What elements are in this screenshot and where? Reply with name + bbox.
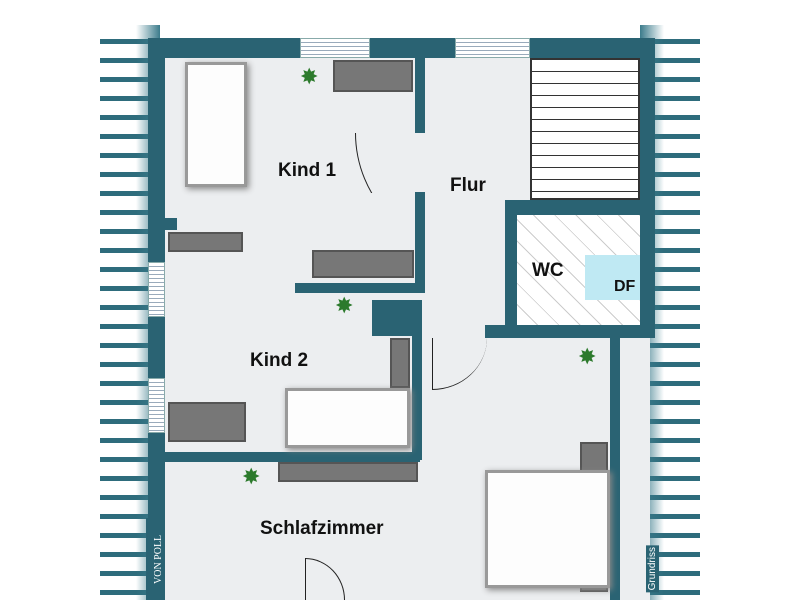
wall xyxy=(372,300,422,336)
shelf xyxy=(278,462,418,482)
room-label-df: DF xyxy=(614,278,636,295)
shelf xyxy=(312,250,414,278)
logo-text: VON POLL xyxy=(153,534,164,584)
wall-top xyxy=(148,38,655,58)
wall xyxy=(165,452,420,462)
wall xyxy=(412,330,422,460)
plant-icon: ✸ xyxy=(335,293,354,318)
bed xyxy=(285,388,410,448)
window xyxy=(455,38,530,58)
shelf xyxy=(168,232,243,252)
window xyxy=(148,262,165,317)
side-text: Grundriss xyxy=(646,545,659,593)
desk xyxy=(333,60,413,92)
wall xyxy=(610,338,620,600)
wall xyxy=(505,200,650,215)
double-bed xyxy=(485,470,610,588)
logo: VON POLL xyxy=(146,518,164,600)
room-label-schlafzimmer: Schlafzimmer xyxy=(260,518,384,539)
window xyxy=(148,378,165,433)
window xyxy=(300,38,370,58)
wall xyxy=(295,283,425,293)
plant-icon: ✸ xyxy=(578,344,597,369)
room-label-wc: WC xyxy=(532,260,564,281)
room-label-kind1: Kind 1 xyxy=(278,160,337,181)
wall xyxy=(415,192,425,292)
wall xyxy=(485,325,655,338)
wall xyxy=(165,218,177,230)
shower xyxy=(585,255,640,300)
wall-left xyxy=(148,38,165,600)
room-label-kind2: Kind 2 xyxy=(250,350,309,371)
room-label-flur: Flur xyxy=(450,175,486,196)
shelf xyxy=(390,338,410,388)
desk xyxy=(168,402,246,442)
staircase xyxy=(530,58,640,200)
plant-icon: ✸ xyxy=(242,464,261,489)
wall xyxy=(505,200,517,330)
plant-icon: ✸ xyxy=(300,64,319,89)
wall-right xyxy=(640,38,655,338)
bed xyxy=(185,62,247,187)
wall xyxy=(415,58,425,133)
